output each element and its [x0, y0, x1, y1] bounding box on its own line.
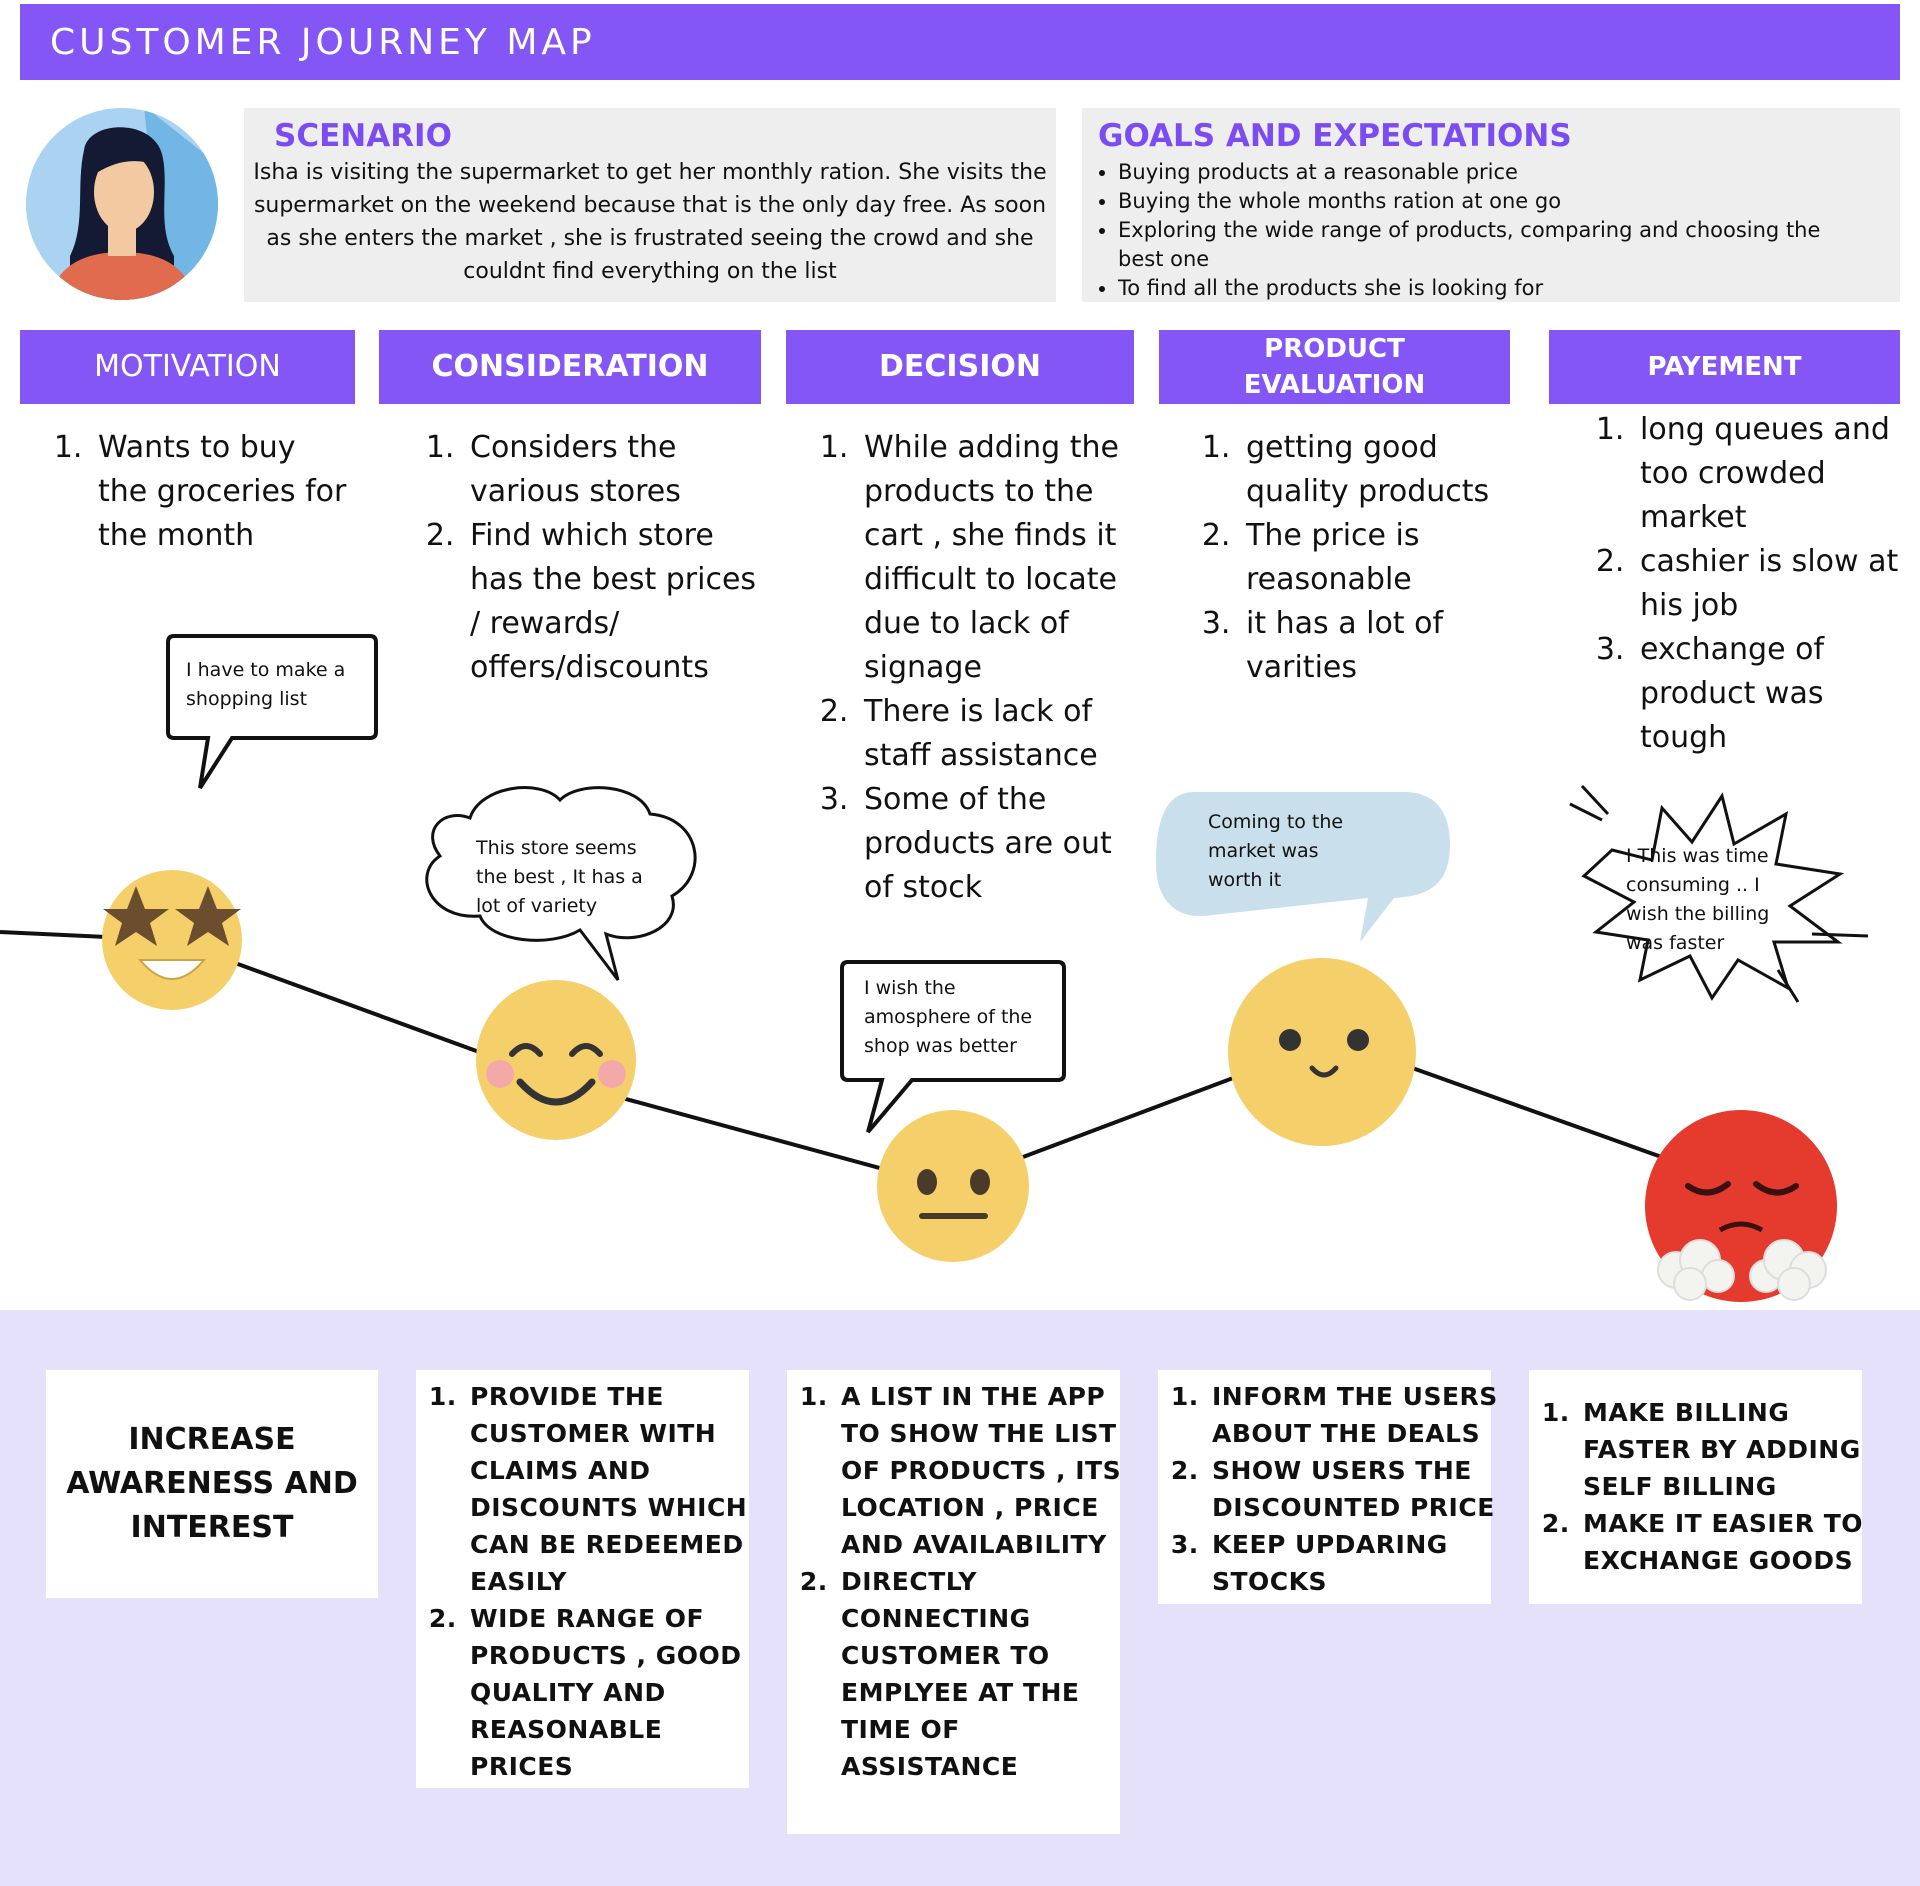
opportunity-item: KEEP UPDARING STOCKS [1208, 1526, 1508, 1600]
journey-graph [0, 870, 1837, 1302]
opportunity-evaluation-card: INFORM THE USERS ABOUT THE DEALS SHOW US… [1158, 1370, 1497, 1604]
stage-header-consideration: CONSIDERATION [379, 330, 761, 404]
opportunity-evaluation-list: INFORM THE USERS ABOUT THE DEALS SHOW US… [1182, 1378, 1508, 1600]
step-item: getting good quality products [1240, 426, 1510, 514]
step-item: Find which store has the best prices / r… [464, 514, 764, 690]
opportunity-payement-card: MAKE BILLING FASTER BY ADDING SELF BILLI… [1529, 1370, 1863, 1604]
opportunity-decision-list: A LIST IN THE APP TO SHOW THE LIST OF PR… [811, 1378, 1133, 1785]
decision-speech-bubble [840, 960, 1066, 1134]
opportunity-decision-card: A LIST IN THE APP TO SHOW THE LIST OF PR… [787, 1370, 1121, 1834]
opportunity-item: SHOW USERS THE DISCOUNTED PRICE [1208, 1452, 1508, 1526]
stage-label: DECISION [879, 349, 1041, 384]
evaluation-speech-bubble [1156, 792, 1450, 942]
motivation-speech-bubble [166, 634, 378, 790]
payement-steps: long queues and too crowded market cashi… [1598, 408, 1904, 760]
consideration-thought-bubble [425, 786, 697, 981]
step-item: long queues and too crowded market [1634, 408, 1904, 540]
goals-list: Buying products at a reasonable price Bu… [1082, 158, 1838, 303]
opportunity-item: PROVIDE THE CUSTOMER WITH CLAIMS AND DIS… [466, 1378, 756, 1600]
step-item: Some of the products are out of stock [858, 778, 1148, 910]
evaluation-steps: getting good quality products The price … [1204, 426, 1510, 690]
goal-item: Buying products at a reasonable price [1118, 158, 1838, 187]
goals-title: GOALS AND EXPECTATIONS [1098, 118, 1572, 154]
opportunity-payement-list: MAKE BILLING FASTER BY ADDING SELF BILLI… [1553, 1394, 1879, 1579]
step-item: The price is reasonable [1240, 514, 1510, 602]
opportunity-item: WIDE RANGE OF PRODUCTS , GOOD QUALITY AN… [466, 1600, 756, 1785]
stage-label: PAYEMENT [1647, 352, 1802, 382]
stage-header-decision: DECISION [786, 330, 1134, 404]
step-item: it has a lot of varities [1240, 602, 1510, 690]
goal-item: Buying the whole months ration at one go [1118, 187, 1838, 216]
opportunity-awareness-text: INCREASE AWARENESS AND INTEREST [66, 1422, 358, 1545]
content-emoji-icon [1228, 958, 1416, 1146]
stage-header-motivation: MOTIVATION [20, 330, 355, 404]
opportunity-item: INFORM THE USERS ABOUT THE DEALS [1208, 1378, 1508, 1452]
opportunity-item: A LIST IN THE APP TO SHOW THE LIST OF PR… [837, 1378, 1133, 1563]
decision-steps: While adding the products to the cart , … [822, 426, 1148, 910]
opportunity-consideration-card: PROVIDE THE CUSTOMER WITH CLAIMS AND DIS… [416, 1370, 749, 1788]
step-item: Considers the various stores [464, 426, 764, 514]
consideration-steps: Considers the various stores Find which … [428, 426, 764, 690]
page-title: CUSTOMER JOURNEY MAP [50, 22, 596, 63]
motivation-thought: I have to make a shopping list [186, 659, 346, 710]
stage-label: MOTIVATION [94, 349, 281, 384]
payement-burst-bubble [1569, 784, 1869, 1003]
decision-thought: I wish the amosphere of the shop was bet… [864, 977, 1033, 1057]
step-item: Wants to buy the groceries for the month [92, 426, 352, 558]
opportunity-item: MAKE IT EASIER TO EXCHANGE GOODS [1579, 1505, 1879, 1579]
angry-emoji-icon [1645, 1110, 1837, 1302]
step-item: exchange of product was tough [1634, 628, 1904, 760]
goal-item: Exploring the wide range of products, co… [1118, 216, 1838, 274]
consideration-thought: This store seems the best , It has a lot… [476, 837, 643, 917]
opportunity-consideration-list: PROVIDE THE CUSTOMER WITH CLAIMS AND DIS… [440, 1378, 756, 1785]
happy-emoji-icon [476, 980, 636, 1140]
scenario-text: Isha is visiting the supermarket to get … [253, 160, 1047, 284]
neutral-emoji-icon [877, 1110, 1029, 1262]
persona-avatar [26, 108, 218, 300]
evaluation-thought: Coming to the market was worth it [1208, 811, 1344, 891]
opportunity-awareness-card: INCREASE AWARENESS AND INTEREST [46, 1370, 378, 1598]
star-eyes-emoji-icon [102, 870, 242, 1010]
stage-header-product-evaluation: PRODUCT EVALUATION [1159, 330, 1510, 404]
scenario-panel: SCENARIO Isha is visiting the supermarke… [244, 108, 1056, 302]
motivation-steps: Wants to buy the groceries for the month [56, 426, 352, 558]
title-bar: CUSTOMER JOURNEY MAP [20, 4, 1900, 80]
stage-header-payement: PAYEMENT [1549, 330, 1900, 404]
goal-item: To find all the products she is looking … [1118, 274, 1838, 303]
step-item: cashier is slow at his job [1634, 540, 1904, 628]
scenario-title: SCENARIO [274, 118, 452, 154]
opportunity-item: MAKE BILLING FASTER BY ADDING SELF BILLI… [1579, 1394, 1879, 1505]
stage-label: CONSIDERATION [431, 349, 709, 384]
stage-label: PRODUCT EVALUATION [1243, 334, 1426, 400]
step-item: While adding the products to the cart , … [858, 426, 1148, 690]
goals-panel: GOALS AND EXPECTATIONS Buying products a… [1082, 108, 1900, 302]
step-item: There is lack of staff assistance [858, 690, 1148, 778]
payement-thought: I This was time consuming .. I wish the … [1626, 845, 1770, 954]
opportunity-item: DIRECTLY CONNECTING CUSTOMER TO EMPLYEE … [837, 1563, 1133, 1785]
